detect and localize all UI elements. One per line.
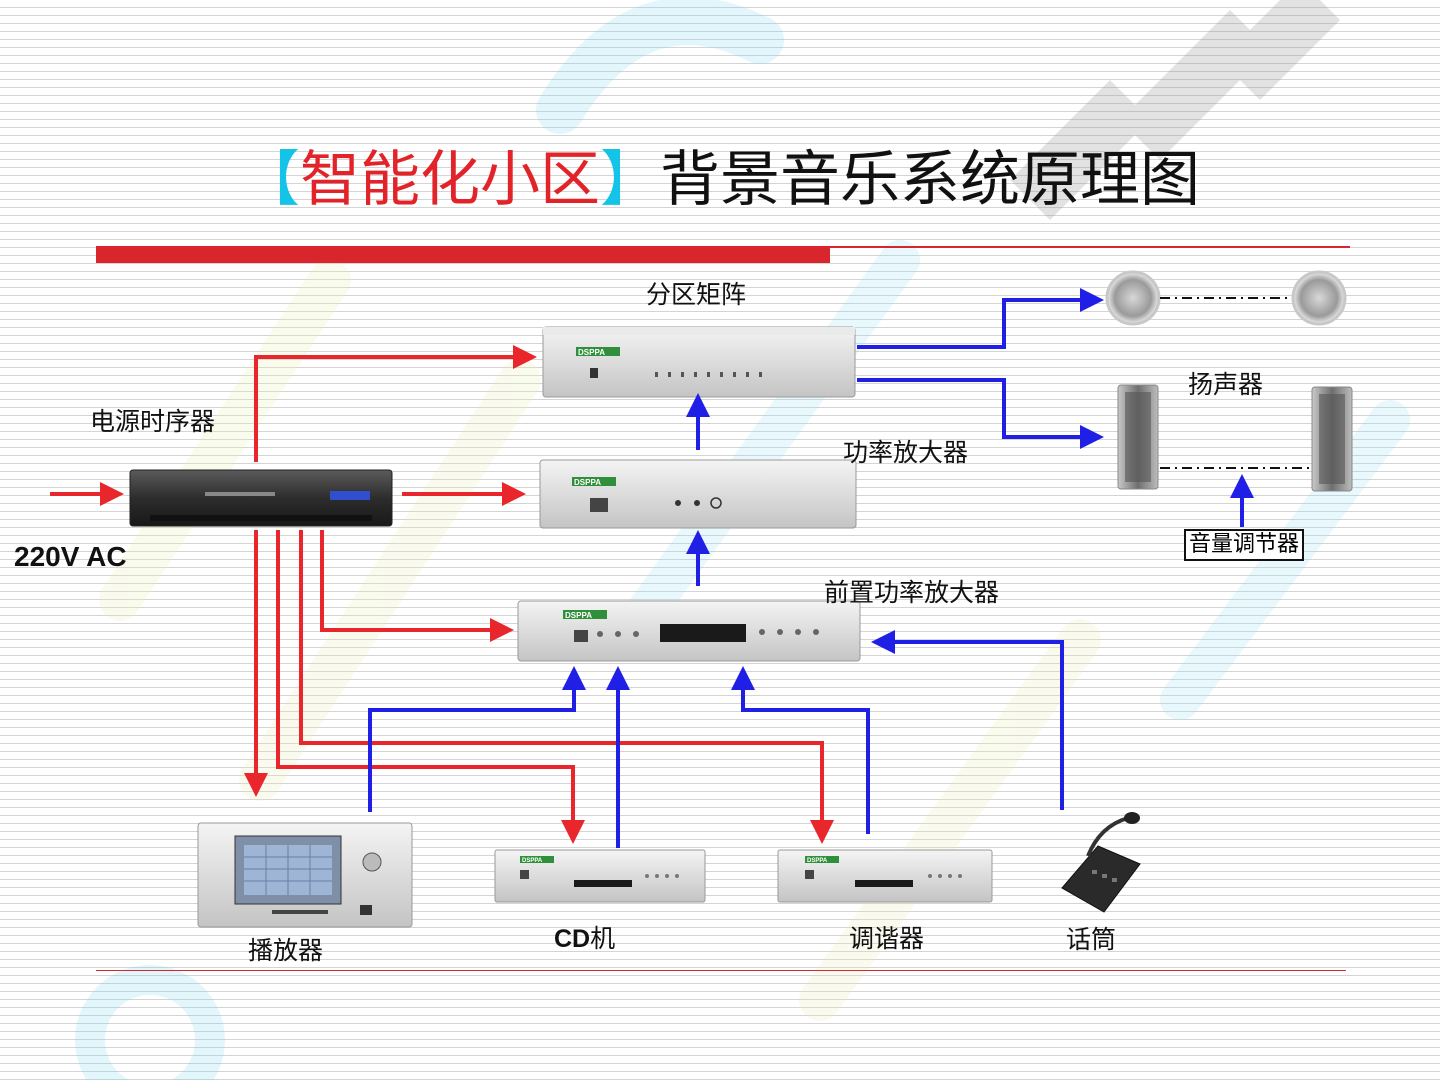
title-bracket-open: 【 [240, 145, 300, 215]
power-line-to-preamplifier [320, 530, 514, 642]
label-tuner: 调谐器 [849, 924, 925, 953]
title-rule [96, 246, 1350, 248]
footer-rule [96, 970, 1346, 971]
title-bracket-close: 】 [600, 145, 660, 215]
brand-plate-cd-player: DSPPA [522, 858, 543, 864]
label-cd-player-prefix: CD [554, 925, 591, 953]
signal-line-matrix-to-column [857, 378, 1104, 449]
title-main: 背景音乐系统原理图 [660, 145, 1200, 215]
signal-line-player-to-preamplifier [368, 666, 586, 812]
player-device [197, 822, 413, 928]
brand-plate-tuner: DSPPA [807, 858, 828, 864]
column-speaker-right [1311, 386, 1353, 492]
label-cd-player-suffix: 机 [590, 924, 616, 953]
power-amplifier-device [539, 459, 857, 529]
brand-plate-amplifier: DSPPA [574, 478, 601, 487]
label-preamplifier: 前置功率放大器 [824, 578, 1000, 607]
label-ac-input: 220V AC [14, 541, 127, 572]
preamplifier-device [517, 600, 861, 662]
label-cd-player: CD机 [554, 924, 615, 954]
signal-line-tuner-to-preamplifier [731, 666, 870, 834]
label-power-sequencer: 电源时序器 [90, 407, 216, 436]
column-speaker-left [1117, 384, 1159, 490]
label-power-amplifier: 功率放大器 [843, 438, 969, 467]
brand-plate-preamplifier: DSPPA [565, 611, 592, 620]
label-microphone: 话筒 [1066, 925, 1117, 954]
brand-plate-matrix: DSPPA [578, 348, 605, 357]
power-line-to-tuner [299, 530, 834, 844]
label-volume-control: 音量调节器 [1184, 529, 1305, 561]
tuner-device [777, 849, 993, 903]
title-accent-bar [96, 248, 830, 263]
page-title: 【智能化小区】背景音乐系统原理图 [240, 140, 1200, 220]
power-line-to-matrix [254, 345, 537, 462]
signal-line-microphone-to-preamplifier [871, 630, 1064, 810]
power-sequencer-device [129, 469, 393, 527]
ceiling-speaker-left [1105, 270, 1161, 326]
label-speakers: 扬声器 [1188, 370, 1264, 399]
microphone-device [1061, 812, 1141, 913]
cd-player-device [494, 849, 706, 903]
ceiling-speaker-right [1291, 270, 1347, 326]
label-zone-matrix: 分区矩阵 [646, 280, 747, 309]
title-highlight: 智能化小区 [300, 145, 600, 215]
power-line-to-cd-player [276, 530, 585, 844]
label-player: 播放器 [248, 936, 324, 965]
zone-matrix-device [542, 326, 856, 398]
signal-line-matrix-to-ceiling [857, 288, 1104, 349]
